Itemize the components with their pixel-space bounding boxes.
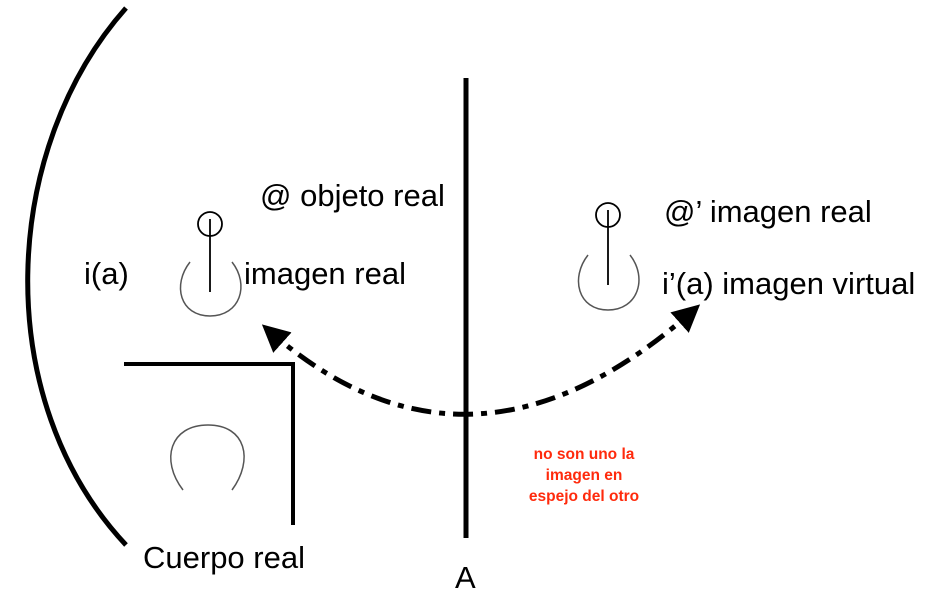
label-mirror-a: A: [455, 560, 476, 595]
label-imagen-real-right: @’ imagen real: [664, 194, 872, 229]
label-cuerpo-real: Cuerpo real: [143, 540, 305, 575]
note-text: no son uno la imagen en espejo del otro: [509, 444, 659, 507]
note-line-2: imagen en: [545, 467, 623, 484]
concave-mirror-arc: [25, 6, 128, 547]
label-ia: i(a): [84, 256, 129, 291]
real-vase-in-box: [170, 424, 245, 491]
label-imagen-virtual: i’(a) imagen virtual: [662, 266, 916, 301]
note-line-1: no son uno la: [533, 446, 635, 463]
left-vase: [179, 261, 242, 317]
box-screen: [124, 362, 295, 525]
label-imagen-real-left: imagen real: [244, 256, 406, 291]
note-line-3: espejo del otro: [528, 488, 640, 505]
reflection-arrow: [261, 304, 701, 417]
label-objeto-real: @ objeto real: [260, 178, 445, 213]
